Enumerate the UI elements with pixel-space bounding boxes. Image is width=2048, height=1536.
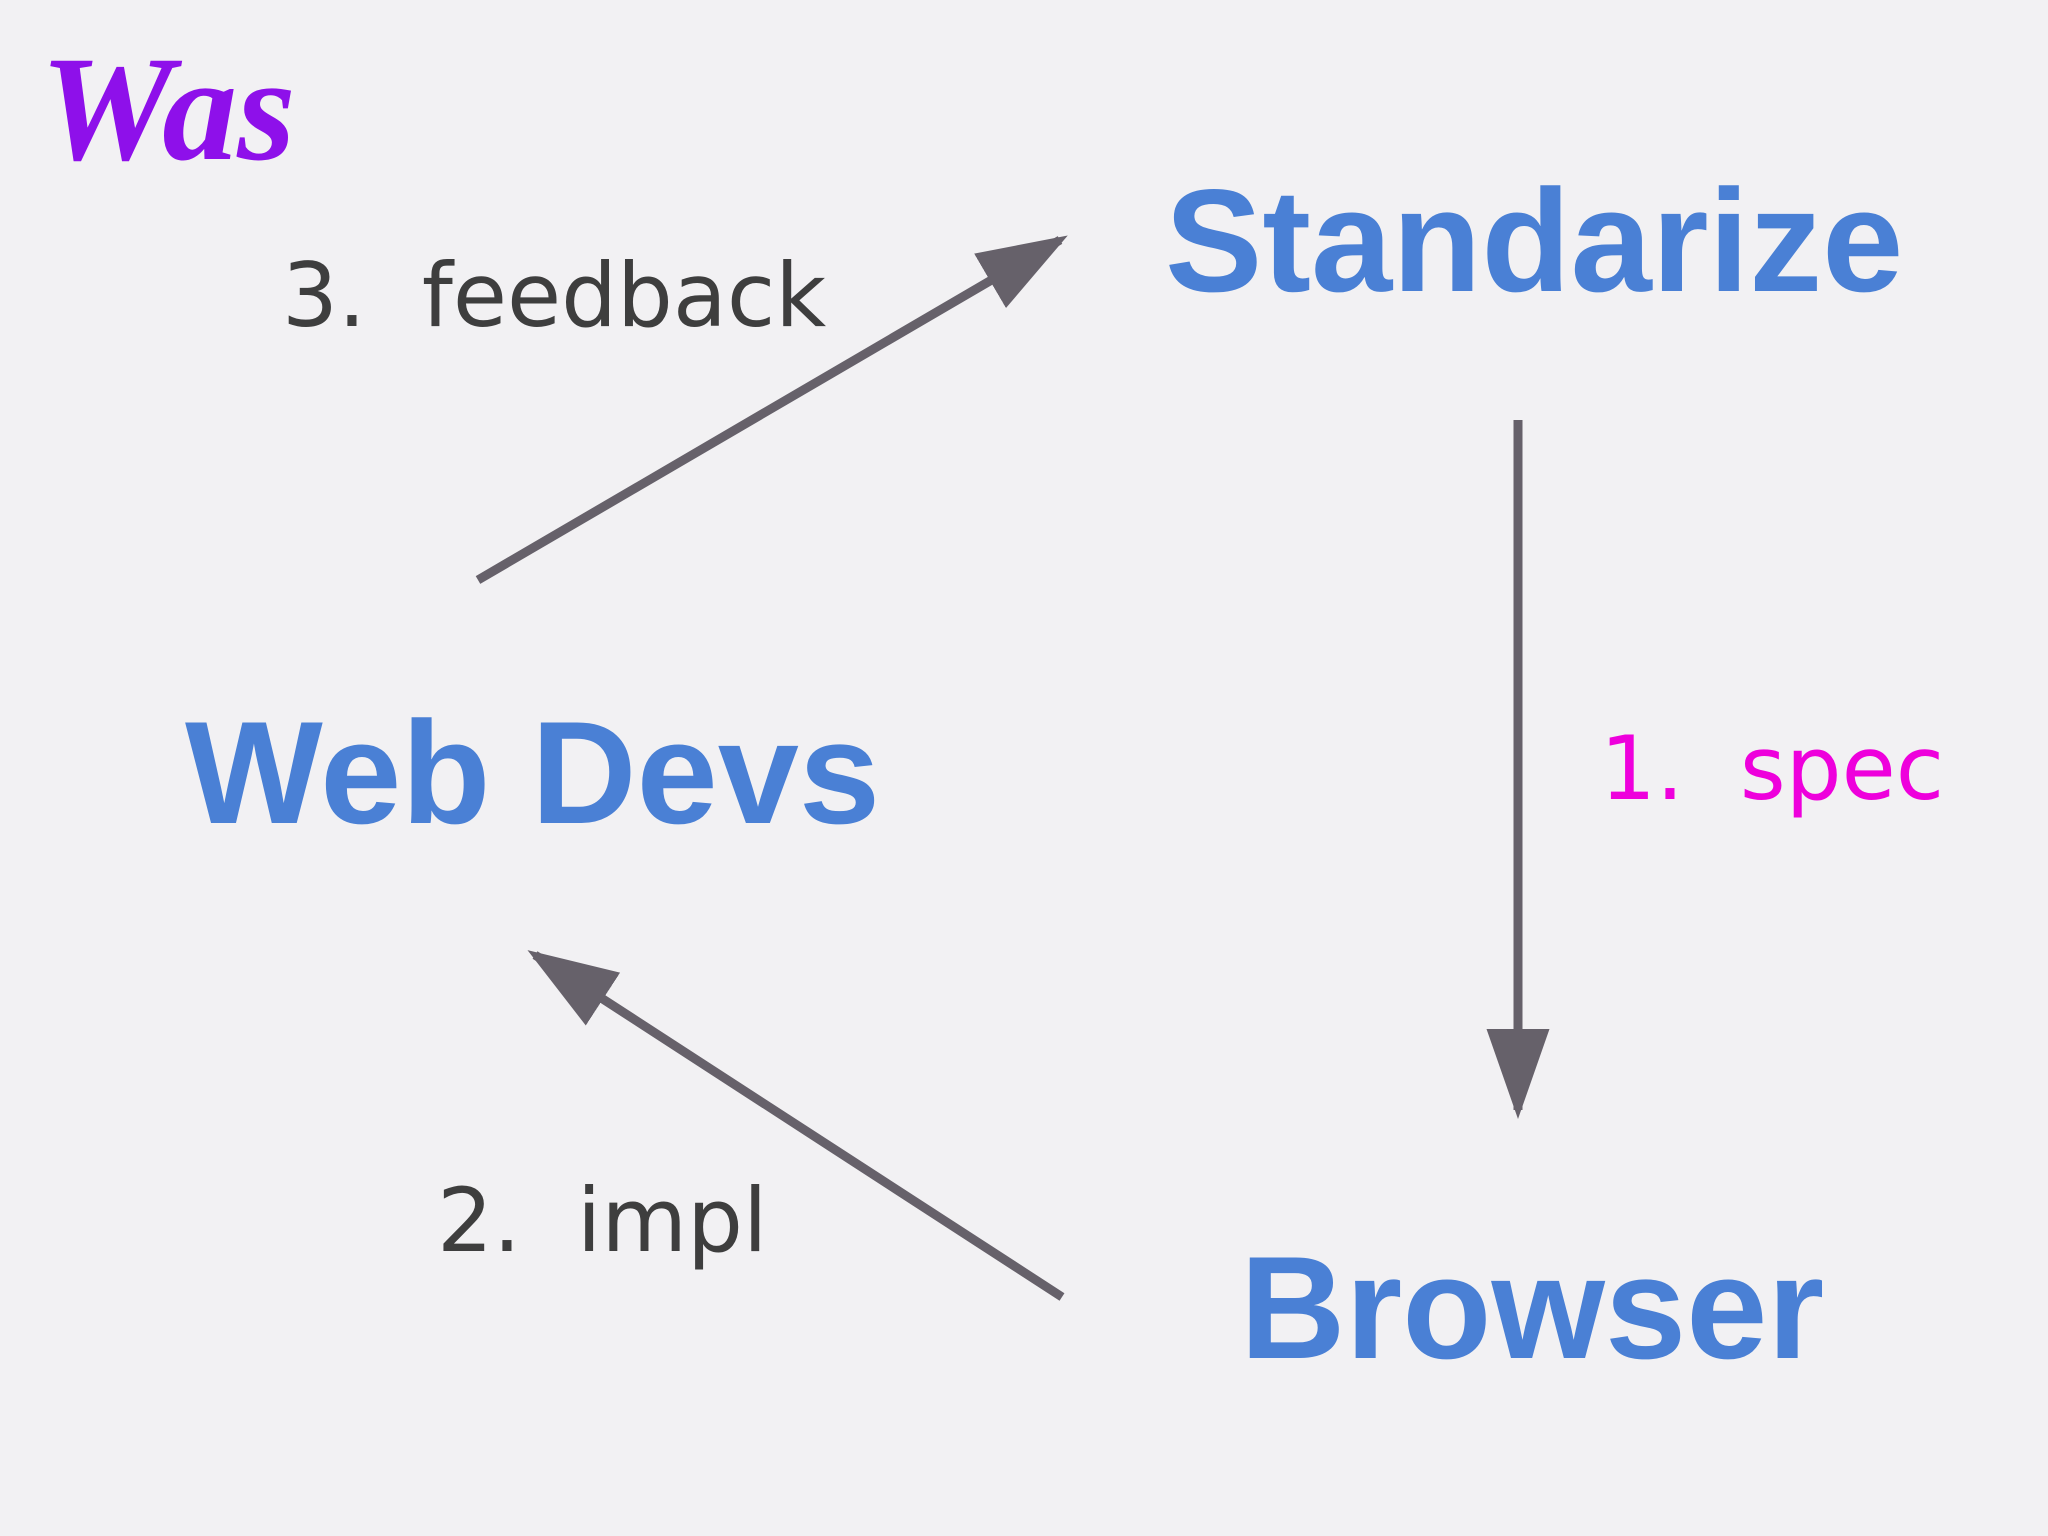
edge-label-impl: 2. impl	[437, 1169, 768, 1272]
node-browser: Browser	[1240, 1226, 1825, 1389]
arrow-impl	[527, 950, 1065, 1301]
node-standarize: Standarize	[1165, 159, 1904, 322]
arrow-feedback	[475, 235, 1068, 584]
edge-label-spec: 1. spec	[1600, 717, 1945, 820]
edge-label-feedback: 3. feedback	[282, 244, 827, 347]
node-web-devs: Web Devs	[185, 691, 881, 854]
slide-title: Was	[40, 26, 296, 192]
